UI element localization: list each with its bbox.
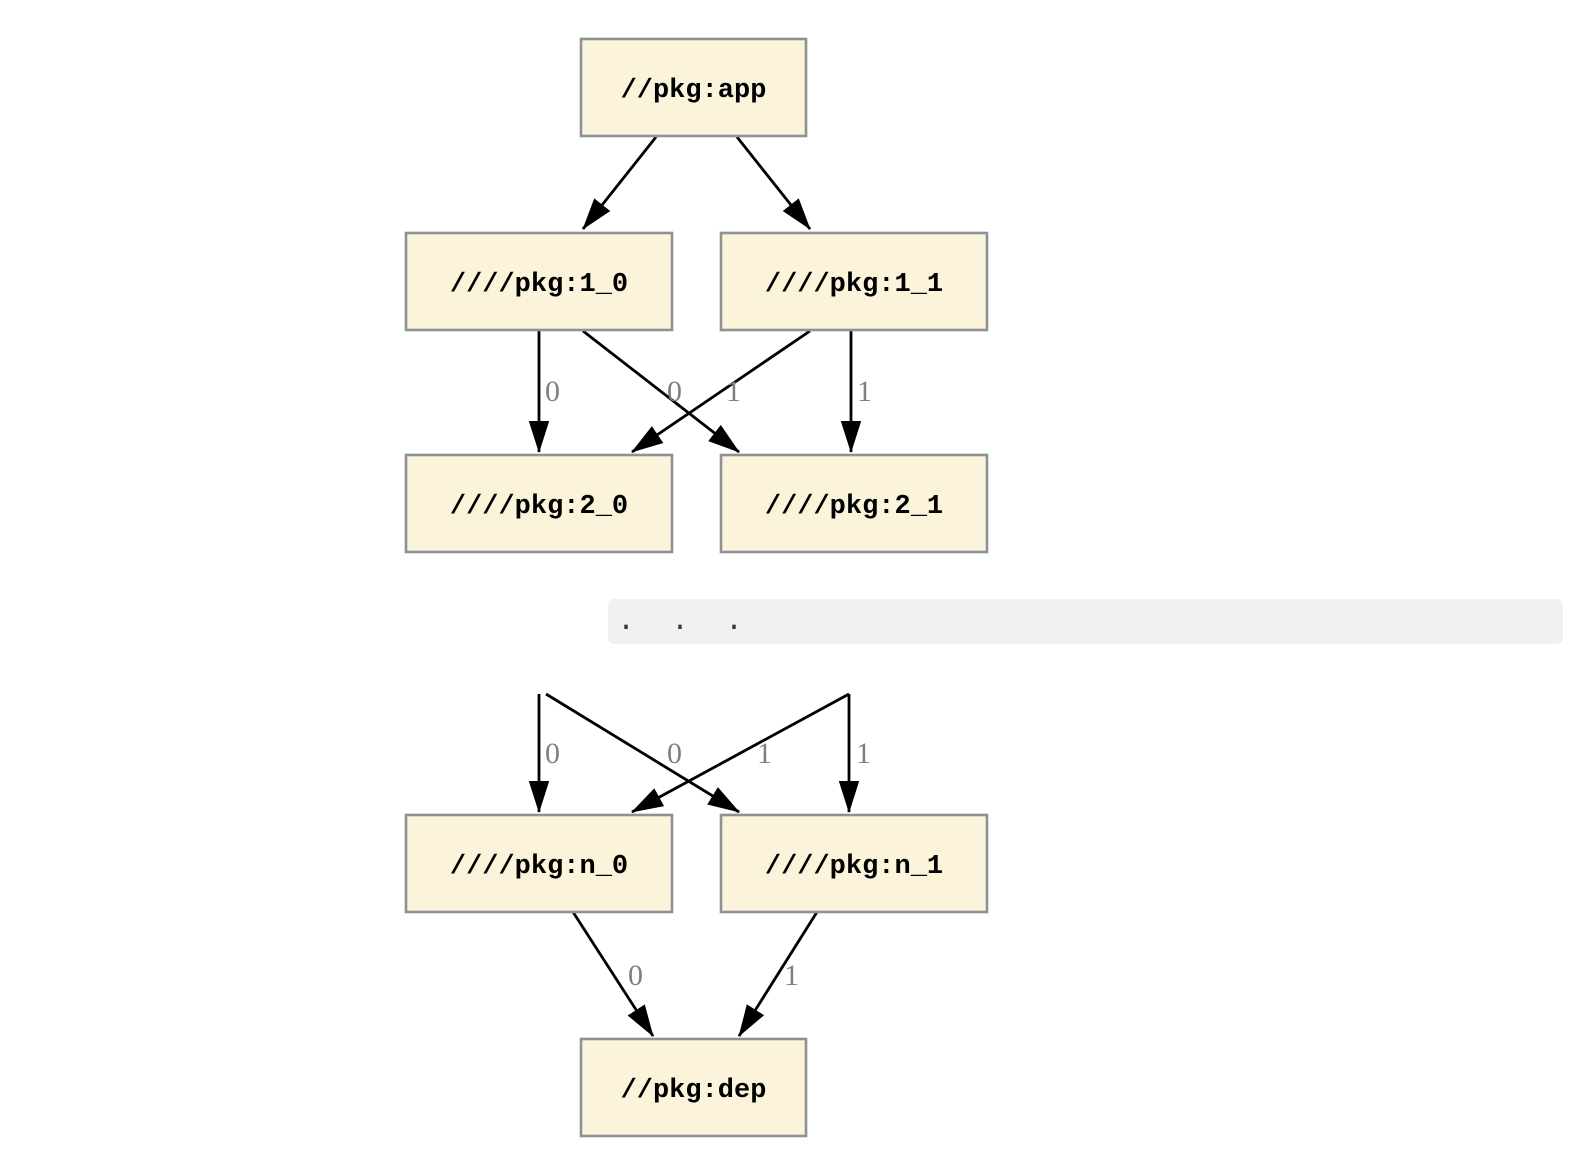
node-pkg-n-1 [719, 813, 989, 914]
edge-label: 1 [857, 375, 872, 408]
edge-pkg-n-0-to-pkg-dep [571, 911, 655, 1037]
ellipsis-code-block: . . . [608, 599, 1563, 644]
edge-label: 0 [667, 737, 682, 770]
node-label-pkg-dep: //pkg:dep [621, 1076, 767, 1106]
node-label-pkg-2-0: ////pkg:2_0 [450, 492, 628, 522]
edge-label: 1 [856, 737, 871, 770]
node-label-pkg-1-1: ////pkg:1_1 [765, 270, 943, 300]
node-pkg-2-1 [719, 453, 989, 554]
edge-label: 0 [545, 375, 560, 408]
upper-dependency-graph: 0 0 1 1 //pkg:app ////pkg:1_0 ////pkg:1_1 ////p… [404, 37, 989, 554]
edge-label: 1 [784, 959, 799, 992]
node-label-pkg-n-0: ////pkg:n_0 [450, 852, 628, 882]
edge-pkg-app-to-pkg-1-0 [581, 136, 658, 230]
lower-dependency-graph: 0 0 1 1 0 1 ////pkg:n_0 ////pkg:n_1 //pkg:dep [404, 692, 989, 1138]
ellipsis-text: . . . [617, 604, 744, 639]
node-label-pkg-n-1: ////pkg:n_1 [765, 852, 943, 882]
edge-pkg-app-to-pkg-1-1 [735, 136, 812, 230]
node-pkg-n-0 [404, 813, 674, 914]
node-pkg-dep [579, 1037, 808, 1138]
edge-hidden-left-to-pkg-n-1 [545, 692, 740, 814]
node-pkg-1-1 [719, 231, 989, 332]
edge-hidden-right-to-pkg-n-0 [631, 692, 850, 814]
edge-label: 0 [628, 959, 643, 992]
edge-pkg-n-1-to-pkg-dep [737, 911, 819, 1037]
node-pkg-2-0 [404, 453, 674, 554]
edge-label: 0 [667, 375, 682, 408]
node-label-pkg-app: //pkg:app [621, 76, 767, 106]
node-label-pkg-1-0: ////pkg:1_0 [450, 270, 628, 300]
node-label-pkg-2-1: ////pkg:2_1 [765, 492, 943, 522]
edge-label: 1 [726, 375, 741, 408]
node-pkg-1-0 [404, 231, 674, 332]
edge-pkg-1-0-to-pkg-2-1 [582, 329, 740, 454]
edge-pkg-1-1-to-pkg-2-0 [631, 329, 811, 454]
edge-label: 1 [757, 737, 772, 770]
edge-label: 0 [545, 737, 560, 770]
node-pkg-app [579, 37, 808, 138]
